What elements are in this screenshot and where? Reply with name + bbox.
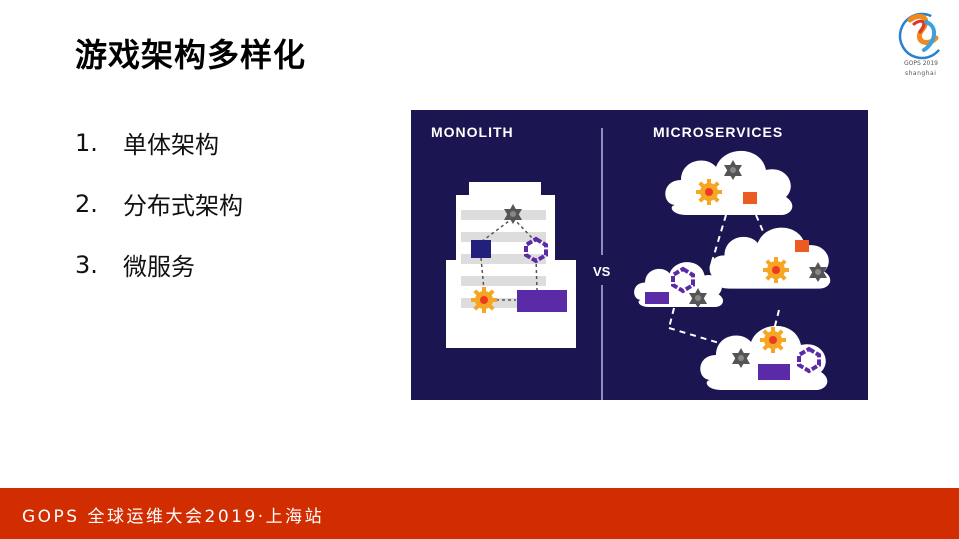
list-number: 1.	[75, 128, 98, 157]
monolith-heading: MONOLITH	[431, 124, 514, 140]
list-item: 3. 微服务	[75, 234, 243, 295]
monolith-building-icon	[446, 182, 576, 348]
list-number: 3.	[75, 250, 98, 279]
slide-title: 游戏架构多样化	[75, 36, 307, 74]
logo-text-city: shanghai	[905, 70, 937, 77]
microservice-cloud-2	[709, 227, 831, 289]
monolith-vs-microservices-diagram: MONOLITH MICROSERVICES VS	[411, 110, 868, 400]
logo-text-gops: GOPS 2019	[904, 60, 938, 67]
microservice-cloud-1	[665, 150, 793, 215]
list-item: 1. 单体架构	[75, 112, 243, 173]
microservice-cloud-4	[700, 325, 828, 390]
microservices-heading: MICROSERVICES	[653, 124, 783, 140]
list-item: 2. 分布式架构	[75, 173, 243, 234]
architecture-list: 1. 单体架构 2. 分布式架构 3. 微服务	[75, 112, 243, 295]
list-label: 单体架构	[123, 131, 219, 159]
microservice-cloud-3	[634, 262, 724, 308]
list-label: 微服务	[123, 253, 195, 281]
footer-bar: GOPS 全球运维大会2019·上海站	[0, 488, 959, 539]
vs-label: VS	[593, 264, 611, 279]
list-label: 分布式架构	[123, 192, 243, 220]
gops-logo-icon	[898, 12, 946, 60]
footer-text: GOPS 全球运维大会2019·上海站	[22, 507, 325, 527]
list-number: 2.	[75, 189, 98, 218]
